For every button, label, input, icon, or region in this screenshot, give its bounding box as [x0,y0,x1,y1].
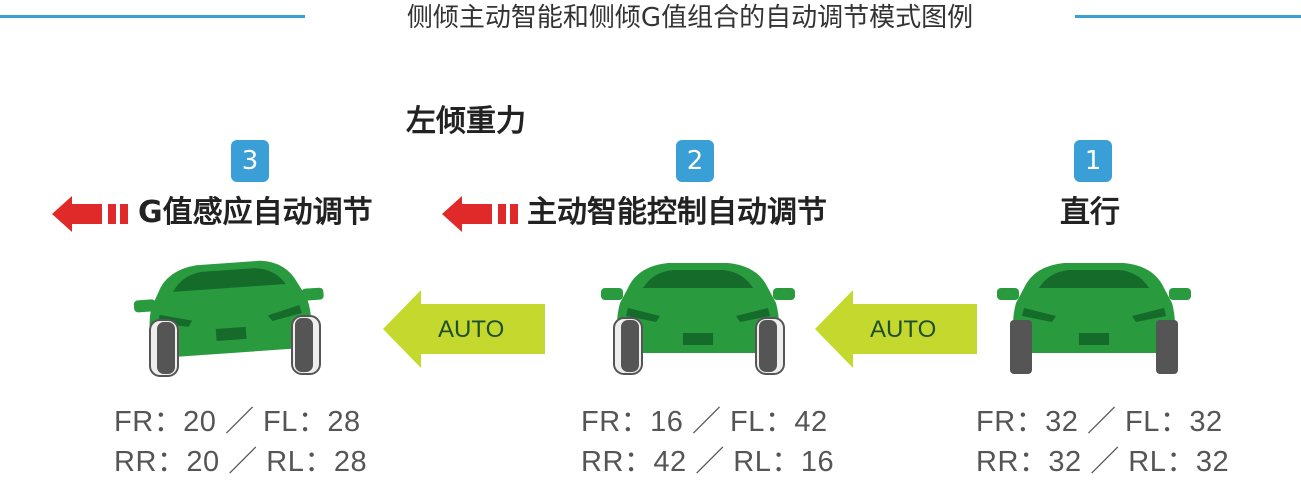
step-1-tires-rear: RR：32 ／ RL：32 [976,446,1230,478]
car-active-icon [601,263,795,375]
title-line-left [0,15,305,18]
step-3-tires-front: FR：20 ／ FL：28 [114,406,361,438]
step-2-tires-front: FR：16 ／ FL：42 [581,406,828,438]
step-2-label: 主动智能控制自动调节 [527,195,827,230]
step-3-badge: 3 [231,140,269,182]
car-straight-icon [997,263,1191,374]
step-3-tires-rear: RR：20 ／ RL：28 [114,446,368,478]
step-1-tires-front: FR：32 ／ FL：32 [976,406,1223,438]
step-1-label: 直行 [1060,195,1120,230]
car-tilted-icon [133,260,324,377]
diagram-title: 侧倾主动智能和侧倾G值组合的自动调节模式图例 [406,3,974,33]
auto-arrow-icon [383,290,545,368]
auto-arrow-label: AUTO [438,316,505,343]
auto-arrow-label: AUTO [870,316,937,343]
step-1-badge: 1 [1074,140,1112,182]
step-2-badge: 2 [676,140,714,182]
step-2-tires-rear: RR：42 ／ RL：16 [581,446,835,478]
lean-gravity-label: 左倾重力 [406,104,526,139]
step-3-label: G值感应自动调节 [138,195,373,230]
auto-arrow-icon [815,290,977,368]
title-line-right [1075,15,1301,18]
red-arrow-icon [52,196,128,232]
red-arrow-icon [442,196,518,232]
